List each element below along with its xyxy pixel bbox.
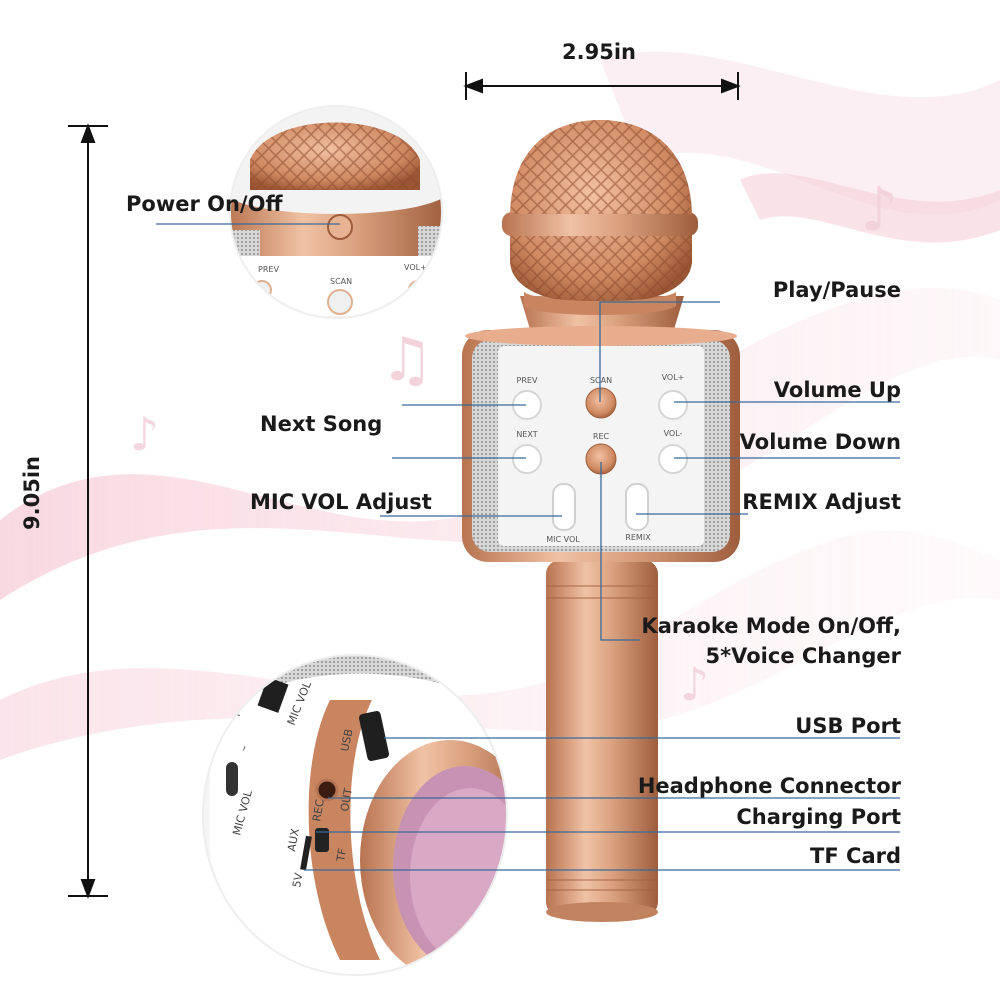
- power-button-closeup: PREV SCAN VOL+: [230, 106, 442, 318]
- remix-marking: REMIX: [625, 533, 651, 542]
- prev-marking: PREV: [517, 376, 538, 385]
- rec-marking: REC: [593, 432, 610, 441]
- power-label: Power On/Off: [126, 192, 283, 216]
- five-v-marking: 5V: [290, 871, 305, 888]
- mic-vol-adjust-label: MIC VOL Adjust: [250, 490, 432, 514]
- usb-port-label: USB Port: [795, 714, 901, 738]
- closeup-minus-marking: –: [237, 743, 251, 753]
- play-pause-label: Play/Pause: [772, 278, 901, 302]
- width-dimension: [463, 72, 741, 100]
- headphone-label: Headphone Connector: [637, 774, 901, 798]
- scan-marking: SCAN: [590, 376, 612, 385]
- rec-small-marking: REC: [310, 798, 327, 823]
- music-note-icon: ♪: [130, 407, 159, 461]
- mic-vol-marking: MIC VOL: [546, 535, 580, 544]
- karaoke-label-line1: Karaoke Mode On/Off,: [641, 614, 901, 638]
- closeup-vol-plus-marking: VOL+: [404, 263, 427, 272]
- volume-down-label: Volume Down: [739, 430, 901, 454]
- next-marking: NEXT: [516, 430, 537, 439]
- tf-card-label: TF Card: [810, 844, 901, 868]
- music-note-icon: ♪: [860, 175, 898, 245]
- vol-minus-marking: VOL-: [664, 429, 683, 438]
- aux-marking: AUX: [285, 827, 302, 852]
- tf-marking: TF: [334, 847, 349, 863]
- out-marking: OUT: [338, 787, 355, 813]
- remix-adjust-label: REMIX Adjust: [742, 490, 901, 514]
- charging-port-label: Charging Port: [736, 805, 901, 829]
- leader-lines: [156, 223, 900, 871]
- height-dimension: [68, 123, 108, 899]
- height-label: 9.05in: [20, 456, 44, 530]
- volume-up-label: Volume Up: [773, 378, 901, 402]
- vol-plus-marking: VOL+: [662, 373, 685, 382]
- width-label: 2.95in: [562, 40, 636, 64]
- closeup-scan-marking: SCAN: [330, 277, 352, 286]
- music-note-icon: ♪: [680, 657, 709, 711]
- microphone: PREV SCAN VOL+ NEXT REC VOL- MIC VOL REM…: [462, 120, 740, 922]
- usb-marking: USB: [338, 728, 355, 753]
- karaoke-label-line2: 5*Voice Changer: [705, 644, 901, 668]
- music-note-icon: ♫: [380, 325, 434, 395]
- next-song-label: Next Song: [260, 412, 383, 436]
- closeup-prev-marking: PREV: [258, 265, 279, 274]
